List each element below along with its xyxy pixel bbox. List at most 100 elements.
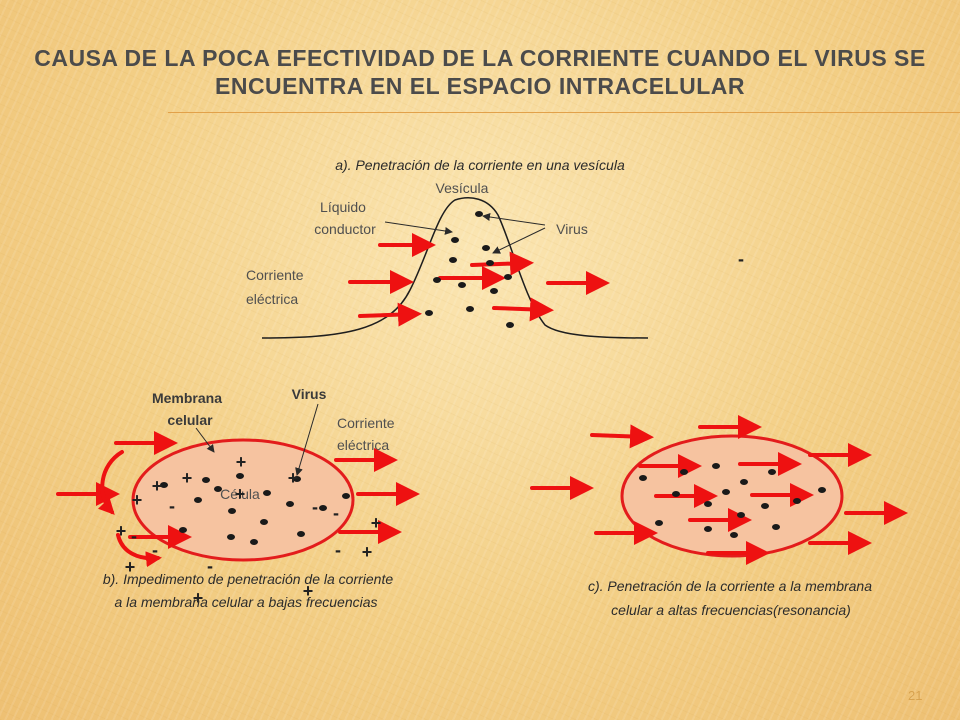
virus-particle bbox=[490, 288, 498, 294]
virus-particle bbox=[451, 237, 459, 243]
virus-particle bbox=[250, 539, 258, 545]
cell-label: Célula bbox=[220, 486, 260, 502]
virus-label-b: Virus bbox=[292, 386, 327, 402]
plus-charge: + bbox=[193, 588, 204, 608]
virus-particle bbox=[433, 277, 441, 283]
slide-title: CAUSA DE LA POCA EFECTIVIDAD DE LA CORRI… bbox=[34, 45, 926, 99]
virus-pointer-line-b bbox=[295, 403, 319, 476]
minus-charge: - bbox=[152, 540, 158, 560]
panel-b: Membrana celular Virus Corriente eléctri… bbox=[56, 386, 420, 610]
virus-particle bbox=[293, 476, 301, 482]
plus-charge: + bbox=[371, 513, 382, 533]
plus-charge: + bbox=[132, 490, 143, 510]
virus-particle bbox=[227, 534, 235, 540]
virus-particle bbox=[704, 501, 712, 507]
virus-particle bbox=[722, 489, 730, 495]
minus-charge: - bbox=[207, 556, 213, 576]
page-number: 21 bbox=[908, 688, 923, 703]
current-arrow bbox=[470, 251, 534, 276]
virus-particle bbox=[342, 493, 350, 499]
virus-particle bbox=[672, 491, 680, 497]
virus-particle bbox=[740, 479, 748, 485]
title-divider bbox=[168, 112, 960, 113]
liquid-pointer-line bbox=[384, 221, 453, 235]
liquid-label-line1: Líquido bbox=[320, 199, 366, 215]
minus-charge: - bbox=[312, 497, 318, 517]
plus-charge: + bbox=[116, 521, 127, 541]
minus-charge: - bbox=[131, 526, 137, 546]
plus-charge: + bbox=[236, 452, 247, 472]
current-arrow bbox=[590, 424, 654, 449]
virus-particle bbox=[712, 463, 720, 469]
virus-particle bbox=[506, 322, 514, 328]
panel-c-caption-line1: c). Penetración de la corriente a la mem… bbox=[588, 578, 872, 594]
virus-particle bbox=[639, 475, 647, 481]
virus-particle bbox=[737, 512, 745, 518]
virus-particle bbox=[160, 482, 168, 488]
virus-particle bbox=[486, 260, 494, 266]
panel-c-caption-line2: celular a altas frecuencias(resonancia) bbox=[611, 602, 851, 618]
virus-particle bbox=[793, 498, 801, 504]
panel-a-caption: a). Penetración de la corriente en una v… bbox=[335, 157, 625, 173]
virus-particle bbox=[761, 503, 769, 509]
vesicle-outline bbox=[261, 197, 649, 339]
virus-particle bbox=[458, 282, 466, 288]
virus-particle bbox=[194, 497, 202, 503]
panel-b-caption-line2: a la membrana celular a bajas frecuencia… bbox=[114, 594, 377, 610]
plus-charge: + bbox=[288, 468, 299, 488]
virus-particle bbox=[704, 526, 712, 532]
minus-charge: - bbox=[333, 503, 339, 523]
membrane-label-line1: Membrana bbox=[152, 390, 222, 406]
virus-particle bbox=[260, 519, 268, 525]
membrane-label-line2: celular bbox=[167, 412, 213, 428]
minus-charge: - bbox=[169, 496, 175, 516]
panel-c: c). Penetración de la corriente a la mem… bbox=[530, 415, 908, 618]
membrane-pointer-line bbox=[195, 427, 215, 453]
virus-particle bbox=[286, 501, 294, 507]
vesicle-label: Vesícula bbox=[436, 180, 489, 196]
panel-a: a). Penetración de la corriente en una v… bbox=[246, 157, 744, 339]
plus-charge: + bbox=[303, 581, 314, 601]
virus-particle bbox=[772, 524, 780, 530]
current-arrow bbox=[492, 297, 554, 322]
liquid-label-line2: conductor bbox=[314, 221, 376, 237]
current-label-a-line2: eléctrica bbox=[246, 291, 298, 307]
virus-particle bbox=[818, 487, 826, 493]
virus-particle bbox=[425, 310, 433, 316]
virus-particle bbox=[680, 469, 688, 475]
panel-b-caption-line1: b). Impedimento de penetración de la cor… bbox=[103, 571, 393, 587]
virus-particle bbox=[730, 532, 738, 538]
virus-particle bbox=[466, 306, 474, 312]
virus-particle bbox=[236, 473, 244, 479]
plus-charge: + bbox=[182, 468, 193, 488]
plus-charge: + bbox=[125, 557, 136, 577]
virus-particle bbox=[504, 274, 512, 280]
deflected-current-arrow bbox=[97, 450, 124, 515]
current-label-a-line1: Corriente bbox=[246, 267, 304, 283]
current-label-b-line1: Corriente bbox=[337, 415, 395, 431]
plus-charge: + bbox=[362, 542, 373, 562]
virus-particle bbox=[319, 505, 327, 511]
virus-pointer-line-1 bbox=[482, 213, 546, 226]
virus-particle bbox=[202, 477, 210, 483]
virus-label-a: Virus bbox=[556, 221, 588, 237]
virus-particle bbox=[214, 486, 222, 492]
plus-charge: + bbox=[235, 484, 246, 504]
current-label-b-line2: eléctrica bbox=[337, 437, 389, 453]
virus-particle bbox=[475, 211, 483, 217]
virus-particle bbox=[482, 245, 490, 251]
virus-particle bbox=[228, 508, 236, 514]
virus-particle bbox=[768, 469, 776, 475]
plus-charge: + bbox=[152, 476, 163, 496]
virus-particle bbox=[263, 490, 271, 496]
virus-pointer-line-2 bbox=[492, 227, 546, 254]
virus-particle bbox=[297, 531, 305, 537]
minus-charge: - bbox=[335, 540, 341, 560]
current-arrow bbox=[358, 302, 422, 327]
virus-particle bbox=[179, 527, 187, 533]
virus-particle bbox=[655, 520, 663, 526]
stray-minus-sign: - bbox=[738, 249, 744, 269]
virus-particle bbox=[449, 257, 457, 263]
deflected-current-arrow bbox=[116, 533, 162, 568]
